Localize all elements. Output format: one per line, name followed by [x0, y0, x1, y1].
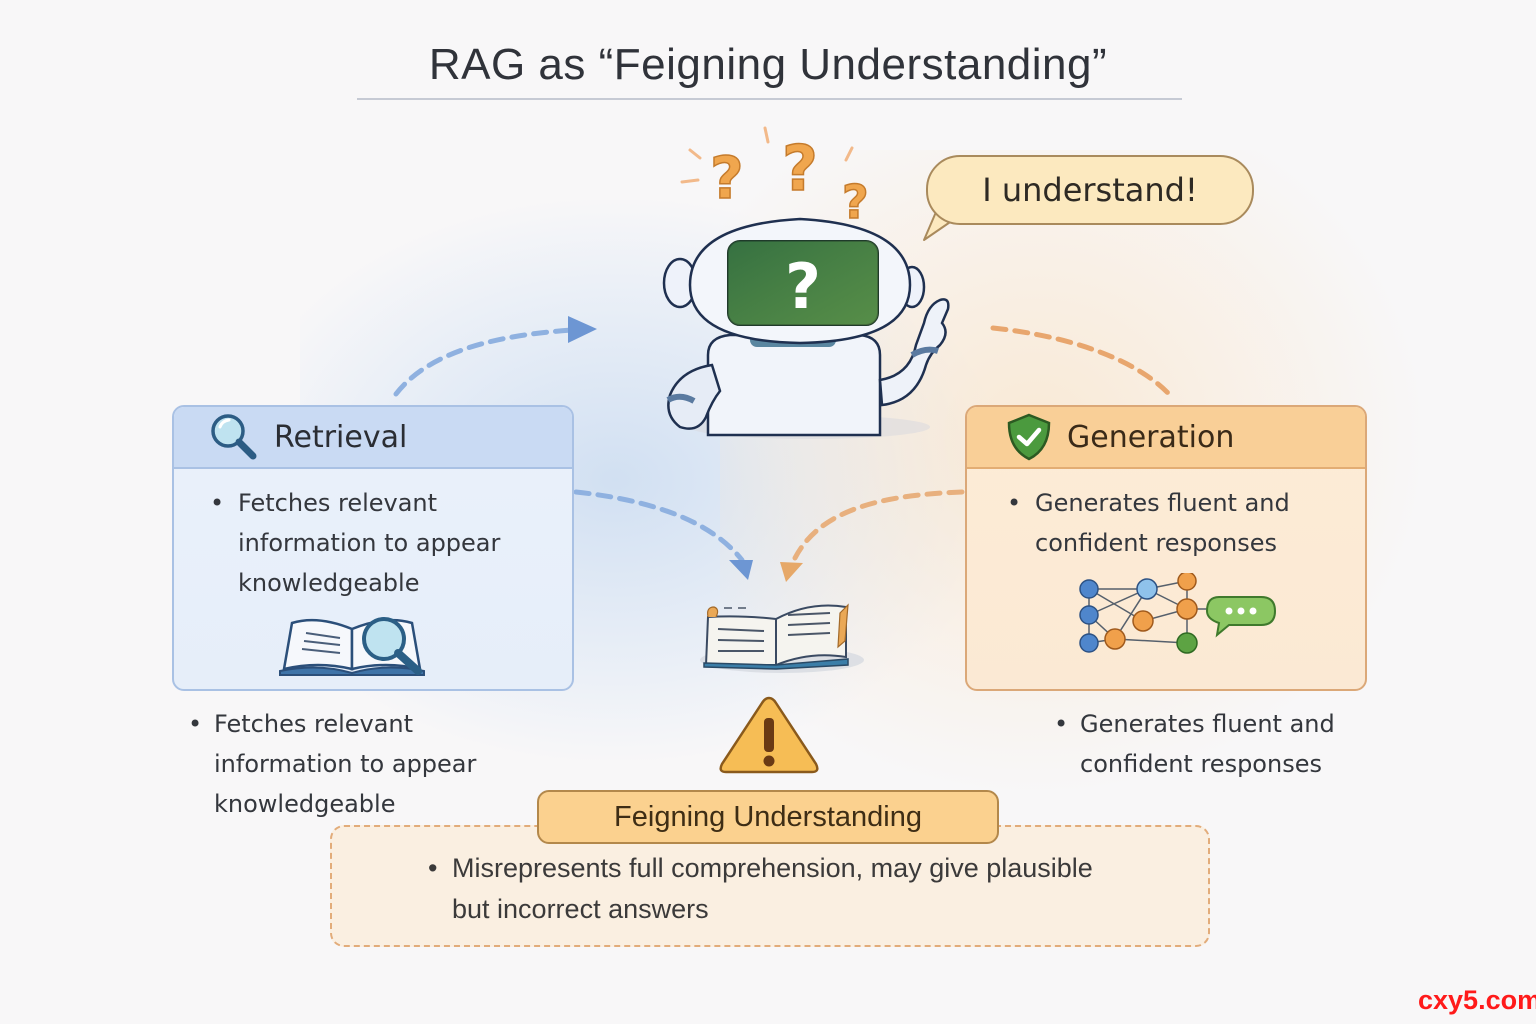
arrow-head-retrieval-to-book [729, 560, 753, 580]
arrow-head-generation-to-book [780, 562, 803, 582]
watermark: cxy5.com [1418, 985, 1536, 1015]
generation-bullet: • Generates fluent and confident respons… [1007, 489, 1290, 557]
book-with-magnifier-icon [279, 617, 425, 676]
feigning-understanding-label: Feigning Understanding [537, 790, 999, 844]
sparkle-lines [680, 126, 854, 184]
retrieval-card: Retrieval • Fetches relevant information… [172, 405, 574, 691]
open-book-icon [700, 603, 864, 673]
retrieval-card-header: Retrieval [174, 407, 572, 469]
thought-question-marks: ? ? ? [680, 126, 869, 230]
feigning-understanding-bullet: • Misrepresents full comprehension, may … [428, 853, 1093, 924]
arrow-robot-to-generation [990, 325, 1171, 396]
title-divider [357, 98, 1182, 100]
generation-card-header: Generation [967, 407, 1365, 469]
arrow-generation-to-book [792, 489, 965, 561]
screen-question-icon: ? [785, 250, 821, 323]
shield-check-icon [1005, 411, 1053, 463]
arrow-retrieval-to-book [573, 489, 745, 563]
generation-card: Generation • Generates fluent and confid… [965, 405, 1367, 691]
generation-outer-bullet: • Generates fluent and confident respons… [1054, 710, 1335, 778]
network-chat-icon [1079, 573, 1277, 654]
magnifier-icon [208, 411, 260, 463]
speech-bubble: I understand! [926, 155, 1254, 225]
robot-illustration: ? [662, 217, 950, 439]
question-mark-icon: ? [842, 175, 869, 229]
arrow-retrieval-to-robot [393, 327, 575, 397]
warning-icon [719, 696, 819, 774]
page-title: RAG as “Feigning Understanding” [428, 40, 1108, 89]
generation-title: Generation [1067, 419, 1235, 455]
arrow-head-retrieval-to-robot [568, 316, 597, 343]
retrieval-title: Retrieval [274, 419, 408, 455]
retrieval-outer-bullet: • Fetches relevant information to appear… [188, 710, 477, 818]
question-mark-icon: ? [782, 132, 818, 205]
retrieval-bullet: • Fetches relevant information to appear… [210, 489, 501, 597]
question-mark-icon: ? [710, 144, 744, 212]
